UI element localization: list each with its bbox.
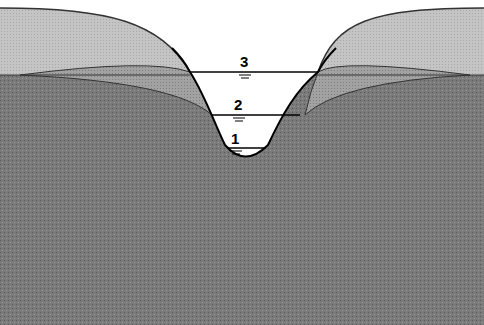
ground-line (0, 75, 484, 76)
water-level (190, 71, 318, 73)
level-number: 2 (234, 97, 242, 112)
water-level (211, 114, 300, 116)
terrace-deposit (305, 66, 470, 115)
channel (190, 72, 318, 157)
terrace-deposit (20, 66, 212, 115)
upper-deposit (318, 8, 484, 75)
level-number: 1 (231, 131, 239, 146)
surface-line (318, 8, 484, 72)
channel-outline (172, 48, 336, 157)
level-number: 3 (240, 54, 248, 69)
water-level (227, 147, 266, 149)
surface-line (0, 8, 190, 72)
upper-deposit (0, 8, 190, 75)
water-symbol (230, 75, 251, 154)
